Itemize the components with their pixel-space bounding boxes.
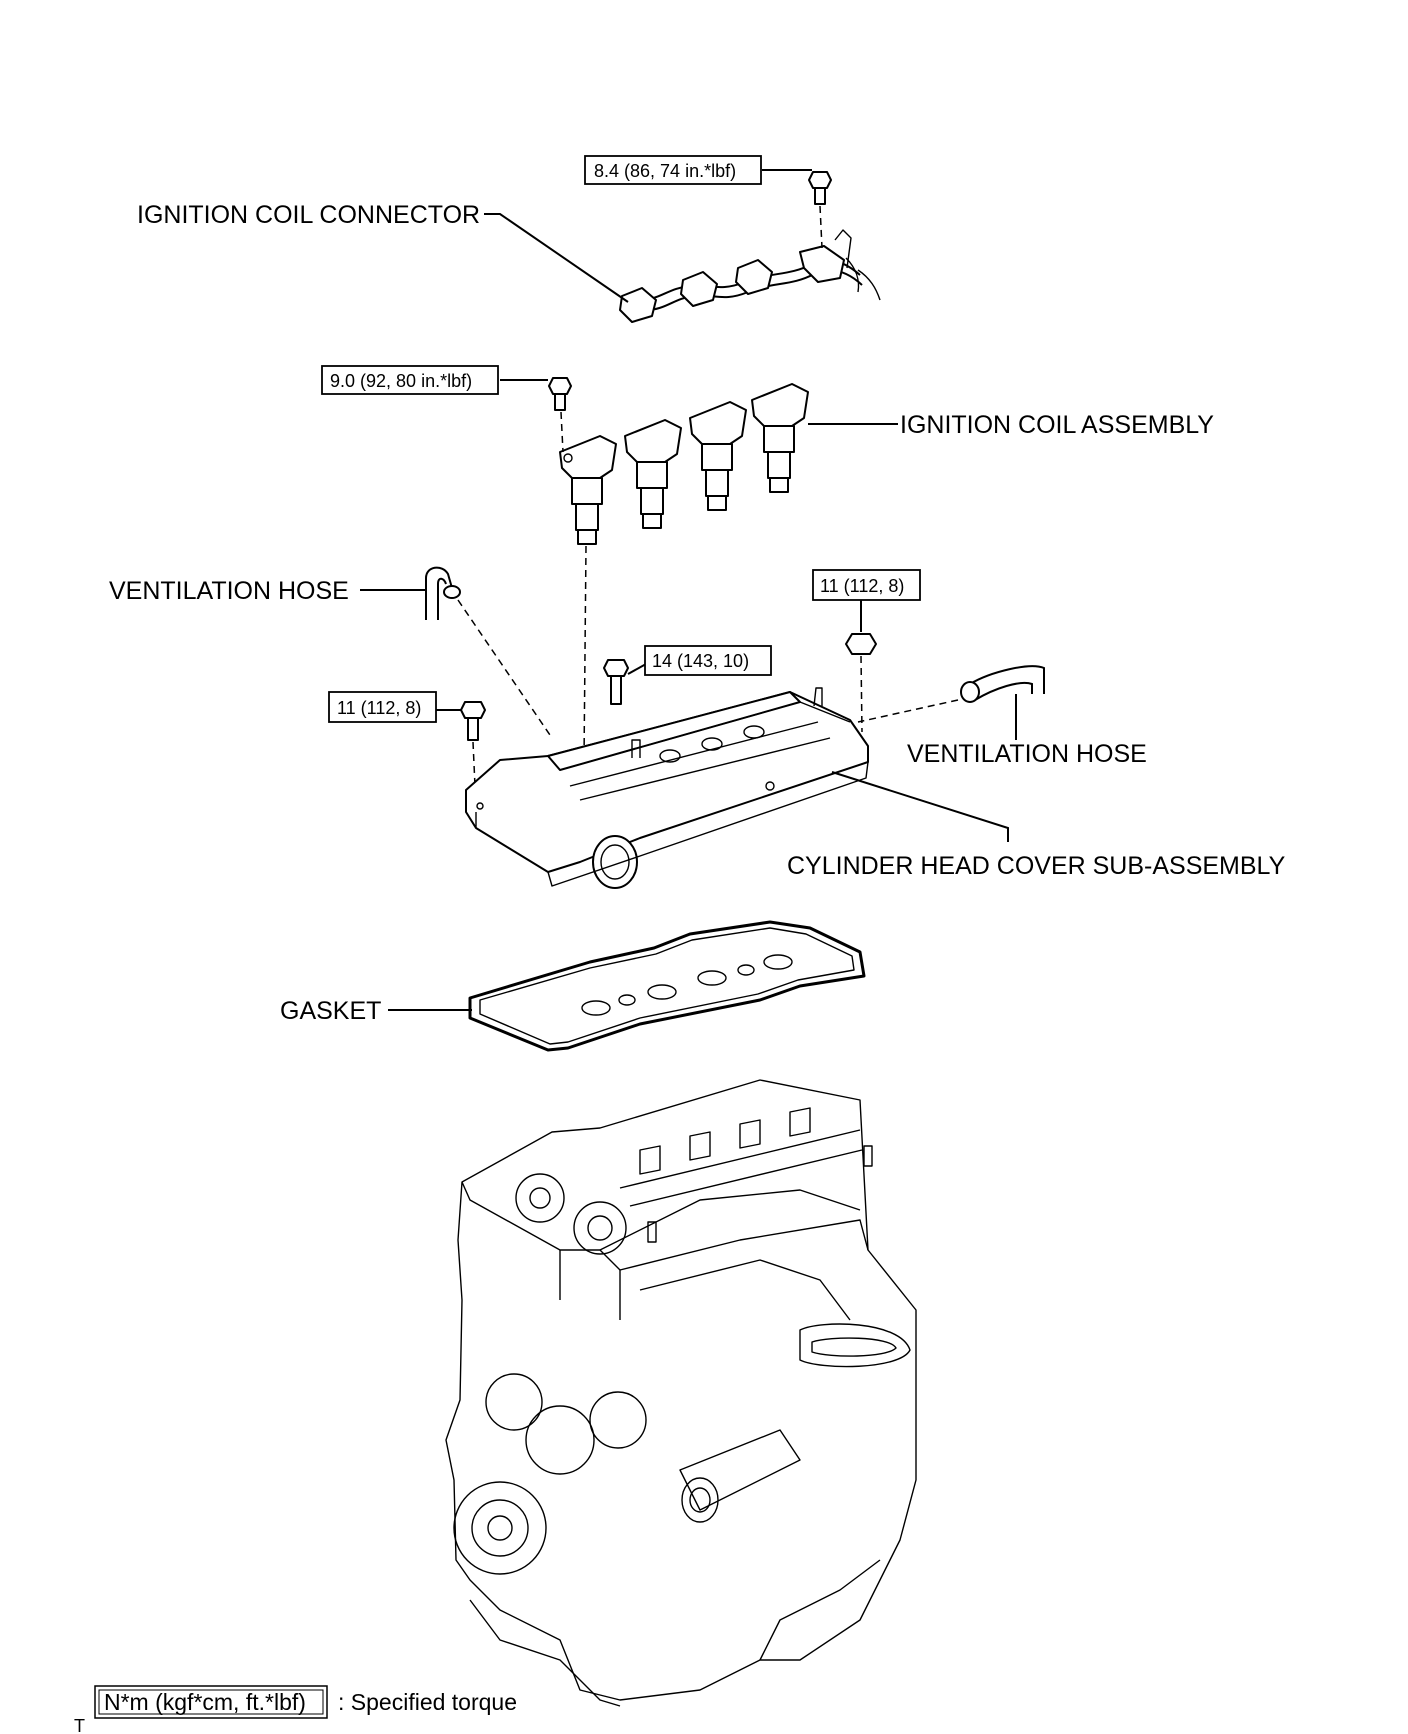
label-ignition-coil-connector: IGNITION COIL CONNECTOR: [137, 201, 480, 229]
connector-bolt: [808, 171, 832, 249]
engine-block: [445, 1079, 917, 1707]
torque-value-cover-bolt-left: 11 (112, 8): [337, 698, 421, 718]
cylinder-head-cover: [465, 687, 869, 889]
torque-box-coil-bolt: 9.0 (92, 80 in.*lbf): [321, 365, 499, 395]
gasket: [468, 920, 866, 1052]
coil-guide-line: [583, 545, 587, 761]
legend: N*m (kgf*cm, ft.*lbf) : Specified torque: [94, 1685, 517, 1719]
label-ventilation-hose-right: VENTILATION HOSE: [907, 740, 1147, 768]
ignition-coil-1: [559, 435, 617, 545]
label-gasket: GASKET: [280, 997, 381, 1025]
footer-mark: T: [74, 1716, 85, 1734]
label-ignition-coil-assembly: IGNITION COIL ASSEMBLY: [900, 411, 1214, 439]
cover-stud-bolt: [603, 659, 629, 705]
legend-description: : Specified torque: [338, 1689, 517, 1715]
torque-box-cover-stud-bolt: 14 (143, 10): [644, 645, 772, 676]
cover-bolt-left: [460, 701, 486, 787]
torque-value-connector-bolt: 8.4 (86, 74 in.*lbf): [594, 161, 736, 181]
torque-value-cover-nut: 11 (112, 8): [820, 576, 904, 596]
ventilation-hose-left-part: [425, 566, 553, 739]
coil-bolt: [548, 377, 572, 453]
legend-unit-box: N*m (kgf*cm, ft.*lbf): [104, 1689, 306, 1715]
cover-nut: [845, 633, 877, 733]
ignition-coil-4: [751, 383, 809, 493]
label-cylinder-head-cover: CYLINDER HEAD COVER SUB-ASSEMBLY: [787, 852, 1286, 880]
torque-box-cover-bolt-left: 11 (112, 8): [328, 691, 437, 723]
label-ventilation-hose-left: VENTILATION HOSE: [109, 577, 349, 605]
torque-value-cover-stud-bolt: 14 (143, 10): [652, 651, 749, 671]
ventilation-hose-right-part: [857, 665, 1045, 723]
torque-box-connector-bolt: 8.4 (86, 74 in.*lbf): [584, 155, 762, 185]
torque-value-coil-bolt: 9.0 (92, 80 in.*lbf): [330, 371, 472, 391]
ignition-coil-2: [624, 419, 682, 529]
ignition-coil-connector-harness: [619, 229, 881, 323]
ignition-coil-3: [689, 401, 747, 511]
torque-box-cover-nut: 11 (112, 8): [812, 569, 921, 601]
